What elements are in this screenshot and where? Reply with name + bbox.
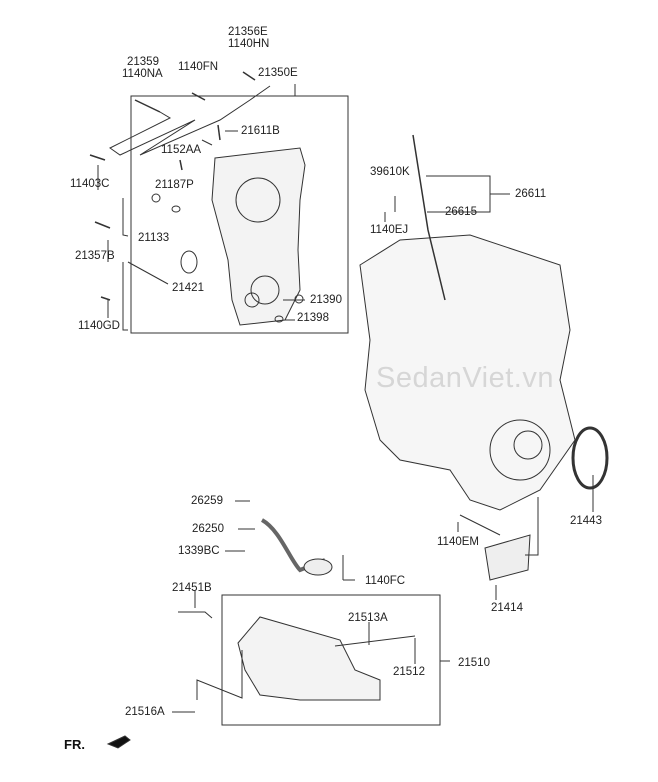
part-label[interactable]: 21611B [241,125,280,137]
part-label[interactable]: 21390 [310,294,342,306]
part-label[interactable]: 21187P [155,179,194,191]
part-label[interactable]: 21512 [393,666,425,678]
part-label[interactable]: 1140EM [437,536,479,548]
part-label[interactable]: 21133 [138,232,170,244]
part-label[interactable]: 21421 [172,282,204,294]
oil-pan-group-box [221,594,441,726]
part-label[interactable]: 21516A [125,706,165,718]
part-label[interactable]: 26611 [515,188,547,200]
part-label[interactable]: 26259 [191,495,223,507]
bolts [89,71,256,301]
part-label[interactable]: 21350E [258,67,298,79]
part-label[interactable]: 1152AA [161,144,202,156]
part-label[interactable]: 21357B [75,250,115,262]
timing-cover-group-box [130,95,349,334]
part-label[interactable]: 1140EJ [370,224,409,236]
part-label[interactable]: 1339BC [178,545,220,557]
part-label[interactable]: 26250 [192,523,224,535]
part-label[interactable]: 1140FN [178,61,219,73]
part-label[interactable]: 39610K [370,166,410,178]
engine-block [359,234,576,511]
fr-arrow-icon [106,735,131,749]
baffle [484,534,531,581]
part-label[interactable]: 1140NA [122,68,163,80]
part-label[interactable]: 21443 [570,515,602,527]
part-label[interactable]: 21359 [127,56,159,68]
front-direction-label: FR. [64,737,85,752]
part-label[interactable]: 1140FC [365,575,406,587]
oil-strainer-pipe [260,518,326,573]
oil-pan [237,616,381,701]
part-label[interactable]: 21510 [458,657,490,669]
rear-oil-seal [571,426,609,490]
part-label[interactable]: 21356E [228,26,268,38]
part-label[interactable]: 21513A [348,612,388,624]
part-label[interactable]: 26615 [445,206,477,218]
part-label[interactable]: 21398 [297,312,329,324]
part-label[interactable]: 21451B [172,582,212,594]
part-label[interactable]: 1140GD [78,320,120,332]
part-label[interactable]: 21414 [491,602,523,614]
part-label[interactable]: 11403C [70,178,110,190]
part-label[interactable]: 1140HN [228,38,270,50]
watermark: SedanViet.vn [376,362,554,394]
